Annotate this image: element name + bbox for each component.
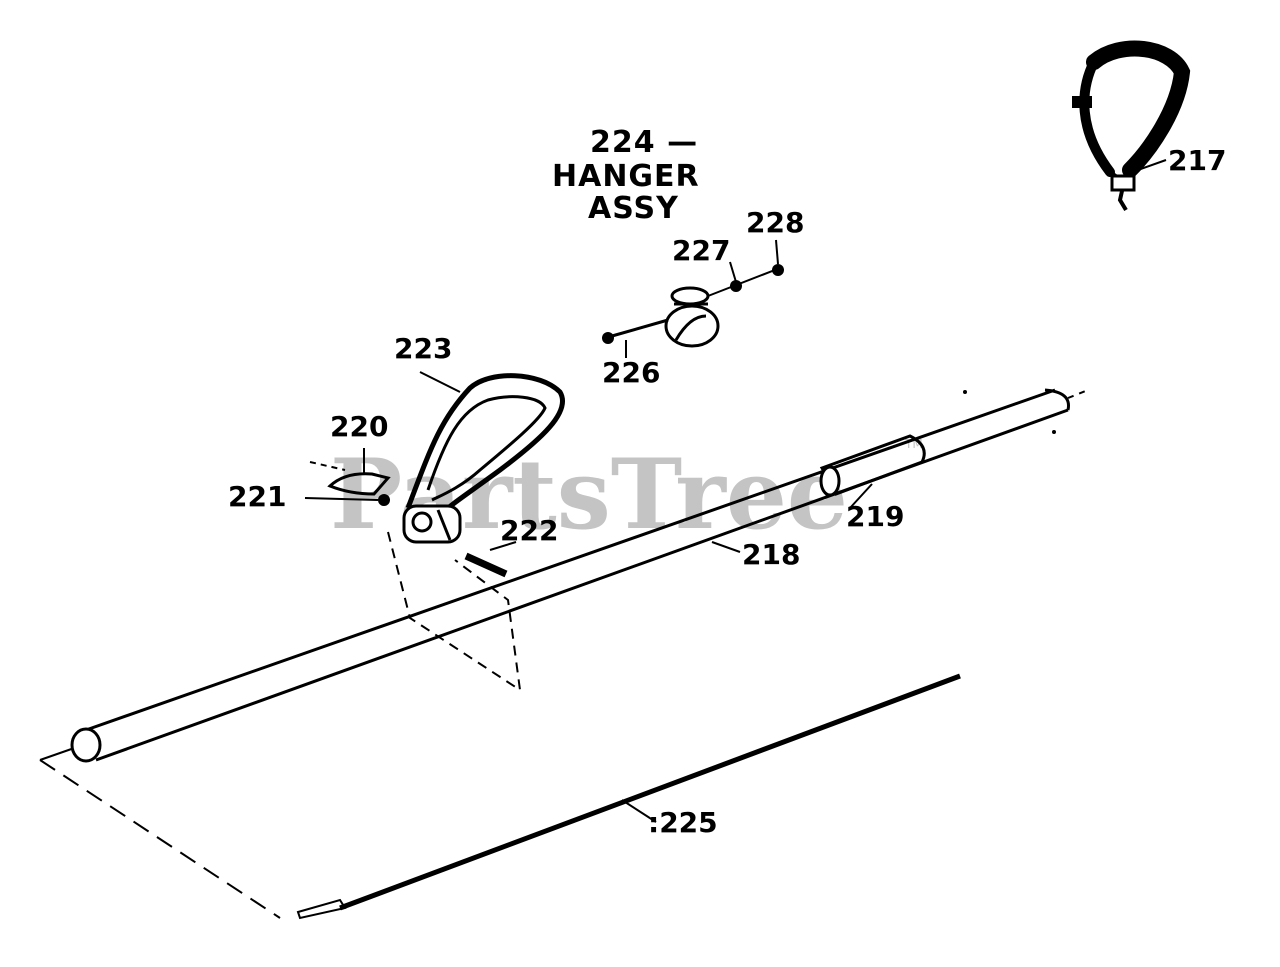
drive-shaft-tube-drawing[interactable]: [70, 388, 1089, 763]
hanger-assembly-drawing[interactable]: [602, 239, 784, 358]
part-label-220[interactable]: 220: [330, 410, 388, 443]
bolt-222-drawing[interactable]: [464, 541, 517, 578]
part-label-225[interactable]: :225: [648, 806, 718, 839]
part-label-227[interactable]: 227: [672, 234, 730, 267]
part-label-221[interactable]: 221: [228, 480, 286, 513]
assembly-number-label: 224 —: [590, 125, 698, 160]
part-label-222[interactable]: 222: [500, 514, 558, 547]
screw-221-drawing[interactable]: [304, 494, 390, 506]
part-label-219[interactable]: 219: [846, 500, 904, 533]
assembly-name-line2: ASSY: [588, 191, 679, 226]
part-label-223[interactable]: 223: [394, 332, 452, 365]
part-label-226[interactable]: 226: [602, 356, 660, 389]
part-label-218[interactable]: 218: [742, 538, 800, 571]
shoulder-strap-drawing[interactable]: [1072, 40, 1191, 212]
grip-cap-drawing[interactable]: [309, 448, 391, 496]
handle-mount-guide: [387, 531, 522, 693]
grip-sleeve-drawing[interactable]: [819, 434, 926, 497]
part-label-228[interactable]: 228: [746, 206, 804, 239]
assembly-name-line1: HANGER: [552, 159, 700, 194]
flex-cable-drawing[interactable]: [39, 673, 961, 920]
part-label-217[interactable]: 217: [1168, 144, 1226, 177]
loop-handle-drawing[interactable]: [402, 373, 565, 544]
